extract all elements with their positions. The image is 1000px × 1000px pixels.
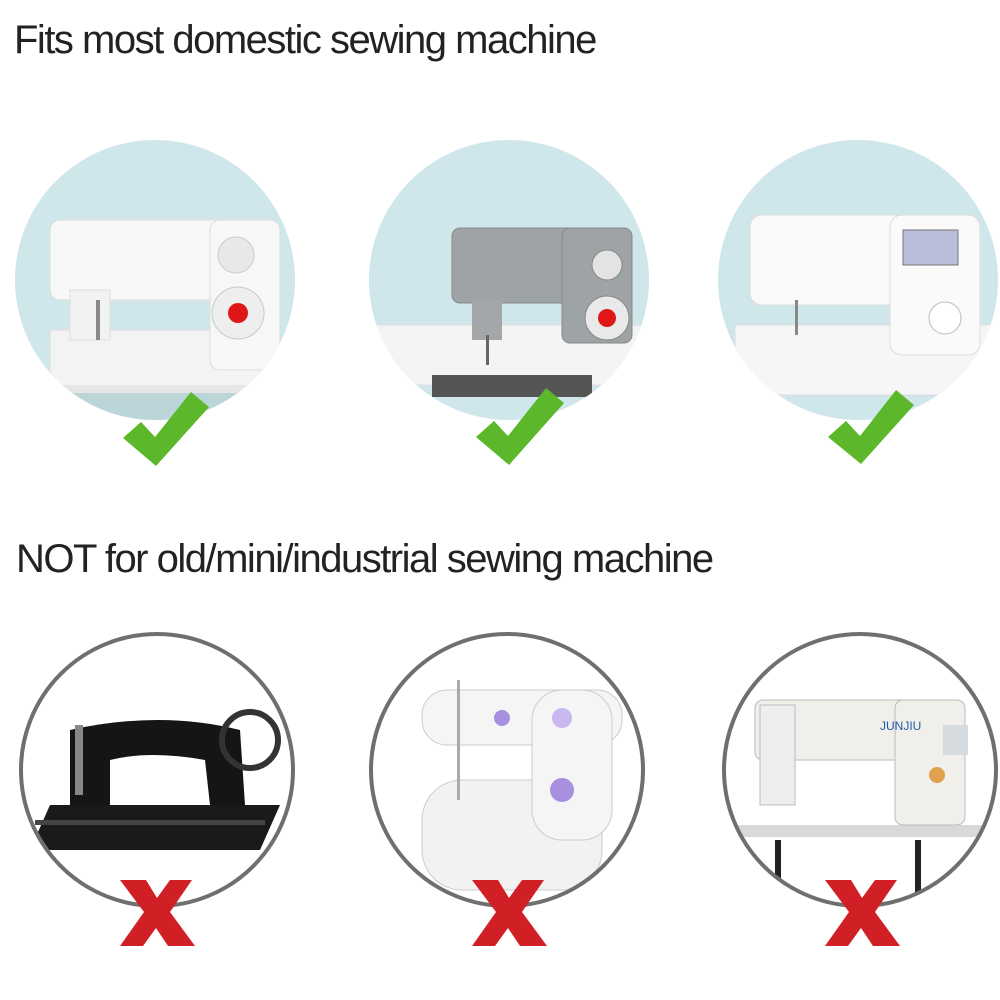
incompatible-item-1 (10, 630, 310, 990)
incompatible-item-3: JUNJIU (715, 630, 1000, 990)
incompatible-item-2 (362, 630, 662, 990)
domestic-computerized-machine-image (718, 140, 998, 420)
check-icon (828, 390, 914, 464)
compatible-item-3 (715, 130, 1000, 490)
compatible-heading: Fits most domestic sewing machine (14, 18, 597, 62)
cross-icon (472, 880, 547, 946)
industrial-sewing-machine-image: JUNJIU (722, 632, 998, 908)
domestic-heavy-duty-machine-image (369, 140, 649, 420)
cross-icon (120, 880, 195, 946)
cross-icon (825, 880, 900, 946)
compatible-item-2 (362, 130, 662, 490)
antique-treadle-machine-image (19, 632, 295, 908)
incompatible-heading: NOT for old/mini/industrial sewing machi… (16, 537, 714, 581)
check-icon (123, 392, 209, 466)
compatible-item-1 (10, 130, 310, 490)
domestic-mechanical-machine-image (15, 140, 295, 420)
check-icon (476, 388, 564, 465)
junjiu-brand-label: JUNJIU (880, 719, 921, 733)
mini-sewing-machine-image (369, 632, 645, 908)
